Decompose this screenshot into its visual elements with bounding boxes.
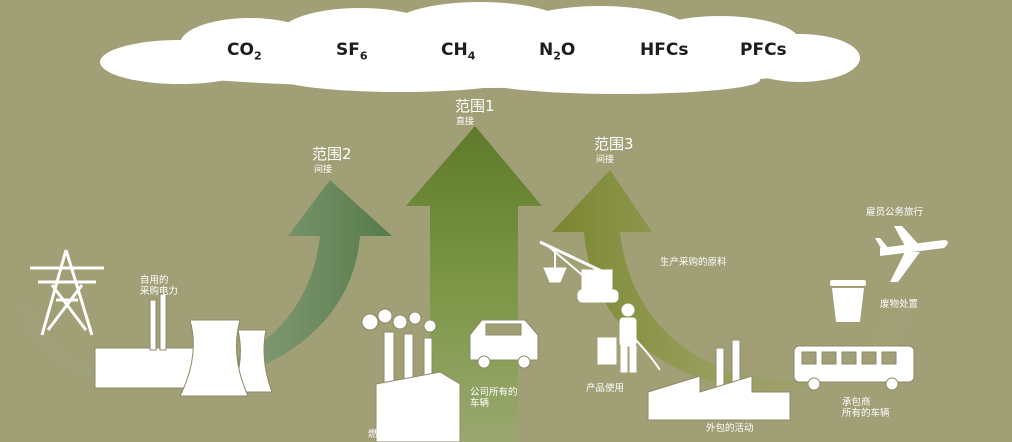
- trash-bin-icon: [830, 280, 866, 322]
- scope2-arrow: [20, 180, 392, 388]
- scope2-title: 范围2: [312, 145, 352, 163]
- outsourcing-factory-icon: [647, 339, 791, 421]
- outsourced-activities-label: 外包的活动: [706, 423, 754, 434]
- car-icon: [469, 319, 539, 369]
- cooling-tower-icon: [94, 293, 273, 397]
- crane-icon: [539, 240, 619, 303]
- gas-co2: CO2: [227, 40, 262, 63]
- fuel-combustion-label: 燃料燃烧: [368, 429, 407, 440]
- factory-icon: [361, 308, 461, 442]
- scope1-arrow: [406, 126, 542, 442]
- scope3-arrow: [552, 170, 915, 391]
- emissions-cloud: [100, 2, 860, 94]
- purchased-electricity-label: 自用的 采购电力: [140, 275, 179, 297]
- airplane-icon: [875, 226, 948, 282]
- scope1-subtitle: 直接: [456, 117, 475, 127]
- gas-n2o: N2O: [539, 40, 576, 63]
- employee-travel-label: 雇员公务旅行: [866, 207, 924, 218]
- scope3-subtitle: 间接: [596, 155, 615, 165]
- waste-disposal-label: 废物处置: [880, 299, 919, 310]
- gas-hfcs: HFCs: [640, 40, 689, 60]
- transmission-tower-icon: [30, 249, 104, 336]
- worker-icon: [597, 303, 661, 373]
- gas-sf6: SF6: [336, 40, 368, 63]
- product-use-label: 产品使用: [586, 383, 625, 394]
- bus-icon: [793, 345, 915, 391]
- company-vehicles-label: 公司所有的 车辆: [470, 387, 518, 409]
- gas-ch4: CH4: [441, 40, 476, 63]
- contractor-vehicles-label: 承包商 所有的车辆: [842, 397, 890, 419]
- scope1-title: 范围1: [455, 97, 495, 115]
- purchased-materials-label: 生产采购的原料: [660, 257, 727, 268]
- scope2-subtitle: 间接: [314, 165, 333, 175]
- scope3-title: 范围3: [594, 135, 634, 153]
- gas-pfcs: PFCs: [740, 40, 787, 60]
